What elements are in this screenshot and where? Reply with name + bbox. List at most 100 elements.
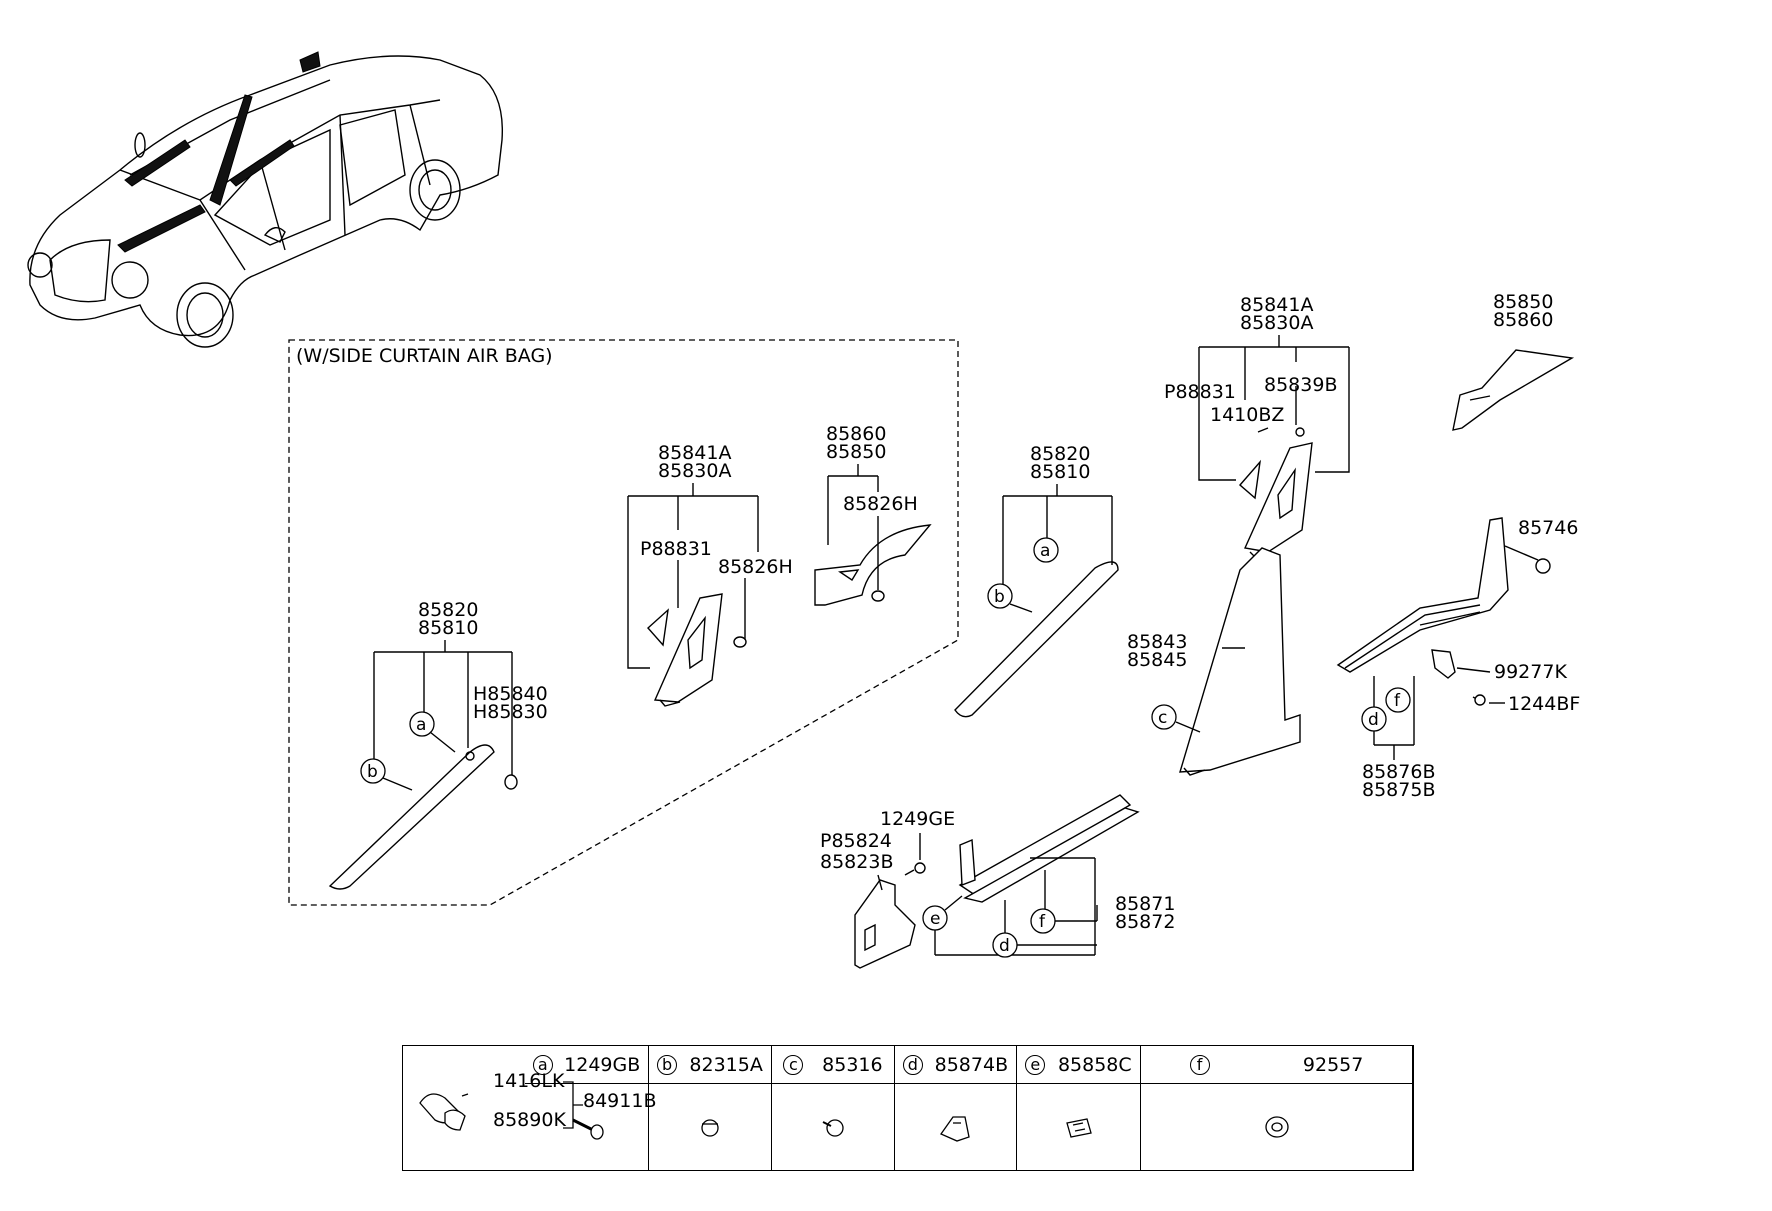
clip-icon (1295, 427, 1305, 437)
retainer-clip-icon (1065, 1118, 1092, 1138)
callout-bracket-bolt: 1244BF (1508, 693, 1580, 715)
callout-b-upper-curtain-sub1: P88831 (640, 538, 712, 560)
callout-a-pillar-curtain-clip-1: H85840 (473, 683, 548, 705)
marker-e: e (922, 905, 948, 931)
bolt-icon (914, 862, 926, 874)
clip-icon (871, 590, 885, 602)
callout-b-upper-curtain-2: 85830A (658, 460, 731, 482)
assembly-part-a: 1416LK (493, 1070, 565, 1092)
svg-text:d: d (999, 936, 1010, 956)
svg-text:a: a (416, 715, 426, 735)
marker-c: c (1151, 704, 1177, 730)
callout-b-upper-1: 85841A (1240, 294, 1313, 316)
callout-b-upper-2: 85830A (1240, 312, 1313, 334)
push-clip-icon (701, 1119, 719, 1137)
callout-c-pillar-1: 85850 (1493, 291, 1553, 313)
bracket-clip-icon (939, 1116, 970, 1142)
callout-front-scuff-1: 85871 (1115, 893, 1175, 915)
marker-d: d (992, 932, 1018, 958)
car-illustration (27, 51, 504, 348)
svg-text:f: f (1039, 912, 1046, 932)
callout-cowl-side-1: P85824 (820, 830, 892, 852)
clip-icon (733, 636, 747, 648)
assembly-part-b: 85890K (493, 1109, 566, 1131)
callout-b-upper-sub2: 1410BZ (1210, 404, 1284, 426)
marker-d: d (1361, 706, 1387, 732)
callout-a-pillar-curtain-1: 85820 (418, 599, 478, 621)
svg-text:e: e (930, 909, 940, 929)
marker-a: a (409, 711, 435, 737)
callout-rear-clip: 85746 (1518, 517, 1578, 539)
legend-icon-cell-e (1017, 1084, 1141, 1170)
hook-assembly-icon (419, 1093, 469, 1131)
marker-b: b (987, 583, 1013, 609)
callout-b-lower-1: 85843 (1127, 631, 1187, 653)
callout-a-pillar-curtain-clip-2: H85830 (473, 701, 548, 723)
callout-rear-scuff-2: 85875B (1362, 779, 1435, 801)
callout-bracket: 99277K (1494, 661, 1567, 683)
marker-b: b (360, 758, 386, 784)
b-pillar-upper-trim (1239, 442, 1313, 559)
a-pillar-trim (954, 561, 1119, 718)
bracket-icon (1431, 649, 1456, 679)
callout-front-bolt: 1249GE (880, 808, 955, 830)
rear-scuff-trim (1336, 517, 1509, 673)
grommet-icon (1264, 1116, 1289, 1138)
clip-icon (1535, 558, 1551, 574)
callout-b-lower-2: 85845 (1127, 649, 1187, 671)
screw-icon (571, 1118, 604, 1140)
legend-icon-cell-d (895, 1084, 1017, 1170)
callout-b-upper-curtain-1: 85841A (658, 442, 731, 464)
svg-text:f: f (1394, 691, 1401, 711)
airbag-group-boundary (288, 339, 959, 906)
callout-c-pillar-curtain-2: 85850 (826, 441, 886, 463)
assembly-bracket-lines (563, 1081, 583, 1129)
callout-rear-scuff-1: 85876B (1362, 761, 1435, 783)
marker-f: f (1385, 687, 1411, 713)
svg-text:a: a (1040, 541, 1050, 561)
callout-c-pillar-curtain-sub: 85826H (843, 493, 918, 515)
callout-a-pillar-1: 85820 (1030, 443, 1090, 465)
front-scuff-trim (958, 794, 1140, 903)
svg-text:b: b (367, 762, 378, 782)
clip-icon (504, 774, 518, 790)
legend-icon-cell-c (772, 1084, 895, 1170)
callout-c-pillar-2: 85860 (1493, 309, 1553, 331)
legend-icon-cell-f (1141, 1084, 1413, 1170)
cowl-side-trim (854, 879, 916, 969)
trim-clip-icon (822, 1119, 844, 1137)
callout-c-pillar-curtain-1: 85860 (826, 423, 886, 445)
assembly-code: 84911B (583, 1090, 657, 1112)
svg-text:c: c (1158, 708, 1167, 728)
callout-b-upper-sub3: 85839B (1264, 374, 1337, 396)
marker-f: f (1030, 908, 1056, 934)
legend-icon-cell-a (525, 1084, 649, 1170)
b-pillar-upper-trim-curtain (647, 593, 723, 707)
callout-front-scuff-2: 85872 (1115, 911, 1175, 933)
c-pillar-trim-curtain (814, 524, 932, 606)
a-pillar-trim-curtain (328, 744, 495, 890)
svg-text:b: b (994, 587, 1005, 607)
legend-assembly-cell: 1416LK 85890K 84911B (403, 1046, 656, 1170)
callout-b-upper-sub1: P88831 (1164, 381, 1236, 403)
callout-cowl-side-2: 85823B (820, 851, 893, 873)
callout-a-pillar-curtain-2: 85810 (418, 617, 478, 639)
c-pillar-trim (1452, 349, 1575, 431)
svg-text:d: d (1368, 710, 1379, 730)
callout-a-pillar-2: 85810 (1030, 461, 1090, 483)
legend-icon-cell-b (649, 1084, 772, 1170)
bolt-icon (1474, 694, 1486, 706)
b-pillar-lower-trim (1179, 547, 1301, 776)
marker-a: a (1033, 537, 1059, 563)
callout-b-upper-curtain-sub2: 85826H (718, 556, 793, 578)
airbag-group-title: (W/SIDE CURTAIN AIR BAG) (296, 345, 553, 367)
